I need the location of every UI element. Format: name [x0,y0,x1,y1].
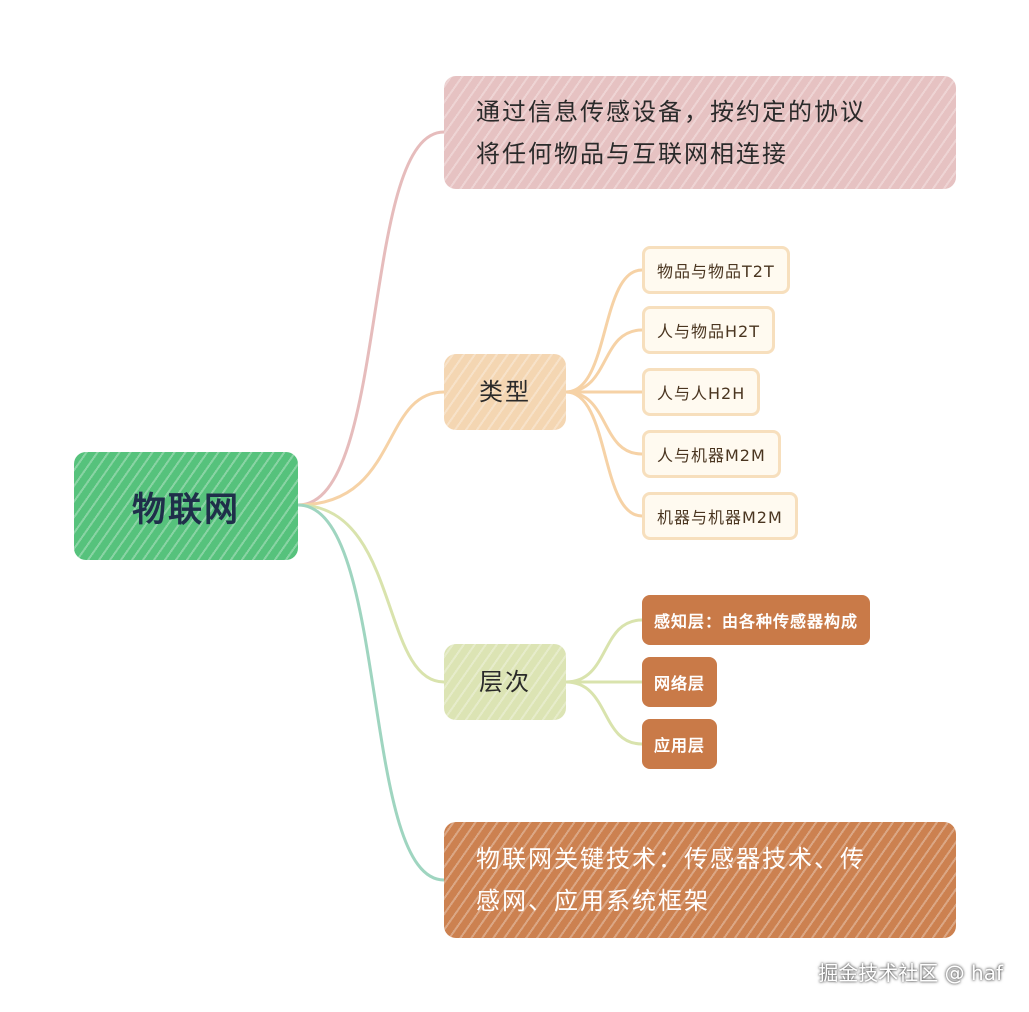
edge-type-leaf-2 [565,328,643,394]
root-node[interactable]: 物联网 [74,452,298,560]
layer-label: 层次 [479,668,531,696]
watermark: 掘金技术社区 @ haf [818,961,1003,985]
type-leaf-m2m[interactable]: 机器与机器M2M [642,492,798,540]
layer-node[interactable]: 层次 [444,644,566,720]
type-leaf-label: 物品与物品T2T [657,262,775,281]
edge-layer-leaf-1 [565,618,643,684]
layer-leaf-network[interactable]: 网络层 [642,657,718,707]
edge-type-leaf-1 [565,268,643,394]
root-label: 物联网 [132,489,240,530]
type-leaf-label: 人与人H2H [657,384,746,403]
type-leaf-h2m[interactable]: 人与机器M2M [642,430,781,478]
edge-root-layer [297,503,445,684]
type-leaf-label: 人与机器M2M [657,446,766,465]
layer-leaf-label: 感知层：由各种传感器构成 [654,612,859,631]
type-node[interactable]: 类型 [444,354,566,430]
layer-leaf-perception[interactable]: 感知层：由各种传感器构成 [642,595,871,645]
type-leaf-t2t[interactable]: 物品与物品T2T [642,246,790,294]
type-leaf-h2t[interactable]: 人与物品H2T [642,306,775,354]
type-label: 类型 [479,378,531,406]
tech-text: 物联网关键技术：传感器技术、传 感网、应用系统框架 [476,838,866,922]
type-leaf-h2h[interactable]: 人与人H2H [642,368,761,416]
edge-type-leaf-4 [565,390,643,456]
tech-node[interactable]: 物联网关键技术：传感器技术、传 感网、应用系统框架 [444,822,956,938]
definition-text: 通过信息传感设备，按约定的协议 将任何物品与互联网相连接 [476,91,866,175]
definition-line-1: 通过信息传感设备，按约定的协议 [476,97,866,126]
edge-root-tech [297,503,445,882]
layer-leaf-label: 应用层 [654,736,706,755]
layer-leaf-application[interactable]: 应用层 [642,719,718,769]
edge-type-leaf-5 [565,390,643,518]
type-leaf-label: 人与物品H2T [657,322,760,341]
edge-layer-leaf-3 [565,680,643,746]
type-leaf-label: 机器与机器M2M [657,508,783,527]
definition-line-2: 将任何物品与互联网相连接 [476,139,788,168]
tech-line-1: 物联网关键技术：传感器技术、传 [476,845,866,873]
tech-line-2: 感网、应用系统框架 [476,887,710,915]
edge-root-definition [297,130,445,507]
edge-root-type [297,390,445,507]
layer-leaf-label: 网络层 [654,674,706,693]
definition-node[interactable]: 通过信息传感设备，按约定的协议 将任何物品与互联网相连接 [444,76,956,189]
